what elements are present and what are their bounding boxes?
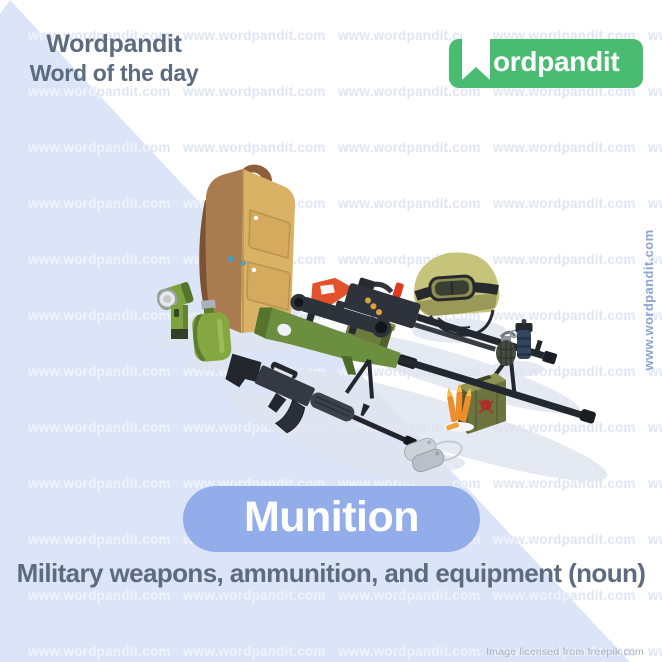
stun-grenade: [515, 319, 533, 359]
watermark-text: www.wordpandit.com: [338, 196, 481, 211]
watermark-text: www.wordpandit.com: [493, 364, 636, 379]
ammo-box: [458, 373, 506, 434]
watermark-text: www.wordpandit.com: [183, 140, 326, 155]
watermark-text: www.wordpandit.com: [648, 644, 662, 659]
helmet: [413, 252, 500, 337]
watermark-text: www.wordpandit.com: [648, 644, 659, 659]
watermark-text: www.wordpandit.com: [493, 196, 636, 211]
watermark-text: www.wordpandit.com: [493, 196, 636, 211]
watermark-text: www.wordpandit.com: [648, 476, 659, 491]
watermark-text: www.wordpandit.com: [648, 588, 659, 603]
watermark-text: www.wordpandit.com: [493, 252, 636, 267]
ammo-drum: [340, 314, 393, 363]
word-pill: Munition: [183, 486, 480, 552]
watermark-text: www.wordpandit.com: [648, 476, 662, 491]
watermark-text: www.wordpandit.com: [648, 140, 662, 155]
brand-title: Wordpandit: [46, 30, 182, 58]
watermark-text: www.wordpandit.com: [648, 84, 662, 99]
watermark-text: www.wordpandit.com: [648, 420, 662, 435]
word-of-the-day: Munition: [243, 493, 420, 541]
watermark-text: www.wordpandit.com: [183, 140, 326, 155]
watermark-text: www.wordpandit.com: [338, 140, 481, 155]
image-license-note: Image licensed from freepik.com: [486, 646, 644, 658]
watermark-text: www.wordpandit.com: [493, 420, 636, 435]
watermark-text: www.wordpandit.com: [648, 532, 659, 547]
bullets: [444, 383, 474, 432]
watermark-text: www.wordpandit.com: [493, 420, 636, 435]
watermark-text: www.wordpandit.com: [338, 140, 481, 155]
watermark-text: www.wordpandit.com: [648, 588, 662, 603]
watermark-text: www.wordpandit.com: [648, 532, 662, 547]
watermark-text: www.wordpandit.com: [493, 308, 636, 323]
watermark-text: www.wordpandit.com: [648, 420, 659, 435]
page-subtitle: Word of the day: [29, 59, 199, 86]
watermark-text: www.wordpandit.com: [338, 252, 481, 267]
watermark-text: www.wordpandit.com: [493, 140, 636, 155]
watermark-text: www.wordpandit.com: [338, 308, 481, 323]
goggles: [428, 274, 476, 302]
watermark-text: www.wordpandit.com: [493, 476, 636, 491]
header: Wordpandit Word of the day: [14, 30, 214, 87]
watermark-text: www.wordpandit.com: [493, 308, 636, 323]
watermark-text: www.wordpandit.com: [493, 252, 636, 267]
word-definition: Military weapons, ammunition, and equipm…: [16, 558, 646, 588]
watermark-text: www.wordpandit.com: [648, 28, 662, 43]
skull-emblem: [478, 399, 494, 414]
logo-text: ordpandit: [493, 46, 620, 77]
watermark-text: www.wordpandit.com: [648, 28, 659, 43]
frag-grenade: [496, 329, 519, 366]
watermark-text: www.wordpandit.com: [338, 196, 481, 211]
watermark-text: www.wordpandit.com: [493, 140, 636, 155]
watermark-text: www.wordpandit.com: [648, 140, 659, 155]
vertical-watermark: www.wordpandit.com: [641, 229, 656, 371]
wordpandit-logo: ordpandit: [449, 30, 643, 88]
watermark-text: www.wordpandit.com: [493, 364, 636, 379]
watermark-text: www.wordpandit.com: [338, 252, 481, 267]
watermark-text: www.wordpandit.com: [338, 308, 481, 323]
watermark-text: www.wordpandit.com: [493, 476, 636, 491]
watermark-text: www.wordpandit.com: [648, 84, 659, 99]
